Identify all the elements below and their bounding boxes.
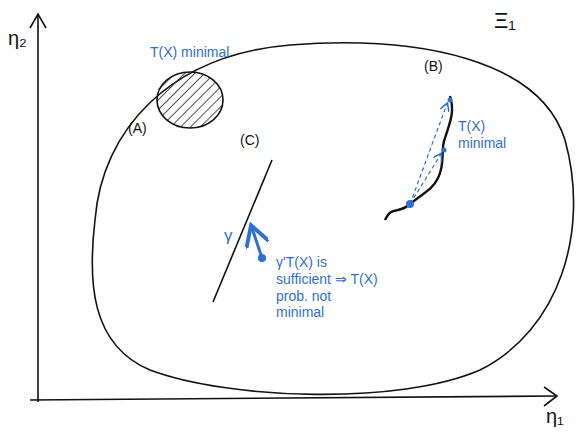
annotation: γ'T(X) is sufficient ⇒ T(X) prob. not mi…: [276, 254, 380, 321]
annotation: T(X) minimal: [150, 44, 229, 61]
point-marker: [448, 98, 453, 103]
curved-manifold: [385, 96, 452, 220]
parameter-space: [92, 43, 573, 394]
axis-label: η₂: [8, 26, 27, 50]
dashed-arrow: [410, 104, 447, 204]
region-label: (C): [240, 132, 259, 149]
region-label: (A): [128, 120, 147, 137]
symbol-label: γ: [224, 226, 233, 246]
axes: [30, 14, 557, 406]
direction-arrow: [252, 228, 262, 258]
axis-label: η₁: [546, 404, 564, 428]
linear-subspace: [213, 160, 272, 302]
point-marker: [442, 148, 447, 153]
hatched-region: [157, 72, 223, 128]
annotation: T(X) minimal: [458, 118, 522, 152]
space-label: Ξ₁: [494, 8, 516, 34]
region-label: (B): [424, 58, 443, 75]
